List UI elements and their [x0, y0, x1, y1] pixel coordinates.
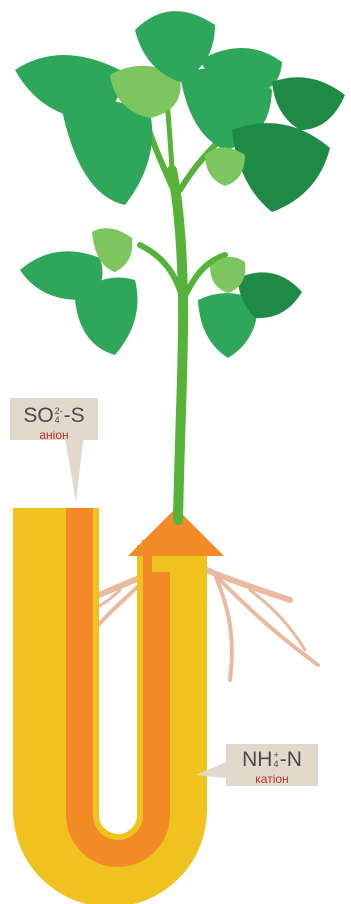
ion-transport-tube: [40, 508, 224, 880]
cation-label: катіон: [226, 772, 318, 786]
cation-formula: NH+4-N: [226, 748, 318, 772]
cation-callout: NH+4-N катіон: [226, 744, 318, 786]
anion-label: аніон: [10, 428, 98, 442]
tube-core: [96, 508, 140, 837]
anion-callout-pointer: [64, 433, 84, 502]
tube-inner: [80, 508, 156, 853]
